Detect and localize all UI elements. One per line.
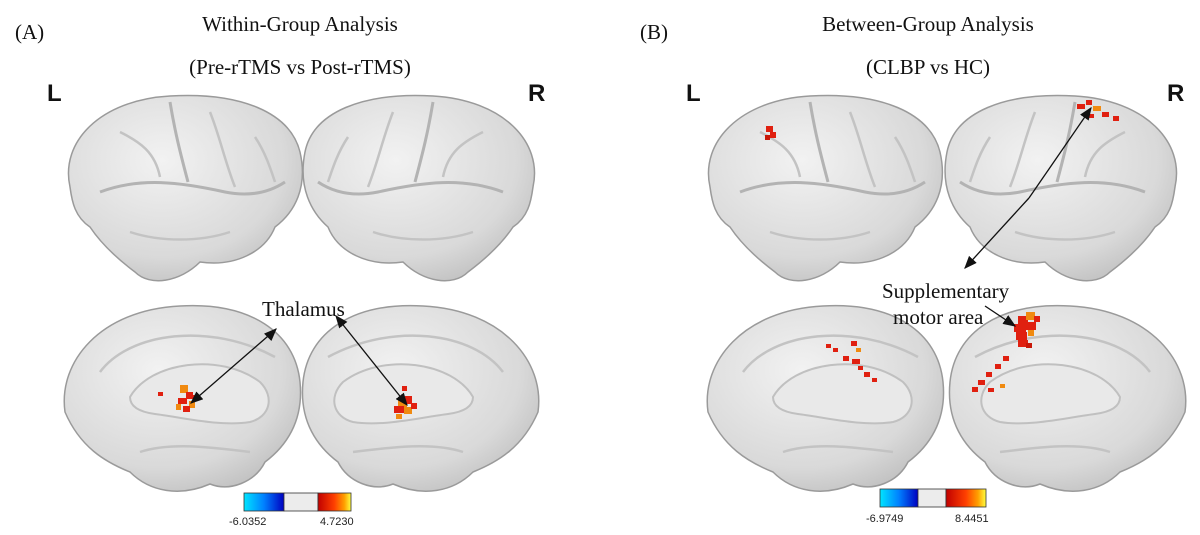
brain-b-right-lateral xyxy=(944,94,1178,282)
activation-b-left-lateral xyxy=(765,126,776,140)
panel-label-b: (B) xyxy=(640,20,668,44)
arrow-b-sma xyxy=(984,305,1017,327)
arrow-a-left xyxy=(190,329,276,404)
brain-b-left-medial xyxy=(706,304,945,492)
colorbar-b-min: -6.9749 xyxy=(866,513,904,525)
hemisphere-label-left-b: L xyxy=(686,80,701,107)
colorbar-a-min: -6.0352 xyxy=(229,516,267,528)
arrow-a-right xyxy=(335,315,408,407)
colorbar-b xyxy=(879,488,987,508)
arrow-a-left-tail xyxy=(264,328,277,341)
panel-b-title-line1: Between-Group Analysis xyxy=(822,12,1034,36)
panel-a-title-line1: Within-Group Analysis xyxy=(202,12,398,36)
hemisphere-label-right-a: R xyxy=(528,80,546,107)
arrow-b-down xyxy=(964,197,1030,269)
brain-b-right-medial xyxy=(948,304,1187,492)
panel-b xyxy=(706,94,1187,508)
brain-a-right-medial xyxy=(301,304,540,492)
arrow-b-up xyxy=(1028,106,1092,199)
brain-a-right-lateral xyxy=(302,94,536,282)
hemisphere-label-left-a: L xyxy=(47,80,62,107)
panel-b-title-line2: (CLBP vs HC) xyxy=(865,55,991,79)
colorbar-a xyxy=(243,492,352,512)
arrow-a-right-tail xyxy=(335,314,348,329)
colorbar-b-max: 8.4451 xyxy=(955,513,989,525)
sma-label-line2: motor area xyxy=(893,305,984,329)
activation-b-left-medial xyxy=(826,341,877,382)
hemisphere-label-right-b: R xyxy=(1167,80,1185,107)
sma-label-line1: Supplementary xyxy=(882,279,1010,303)
colorbar-a-max: 4.7230 xyxy=(320,516,354,528)
panel-a-title-line2: (Pre-rTMS vs Post-rTMS) xyxy=(189,55,411,79)
panel-a xyxy=(63,94,540,512)
brain-a-left-lateral xyxy=(67,94,304,282)
panel-label-a: (A) xyxy=(15,20,45,44)
thalamus-label: Thalamus xyxy=(262,297,345,321)
activation-b-right-medial xyxy=(972,312,1040,392)
brain-b-left-lateral xyxy=(707,94,944,282)
